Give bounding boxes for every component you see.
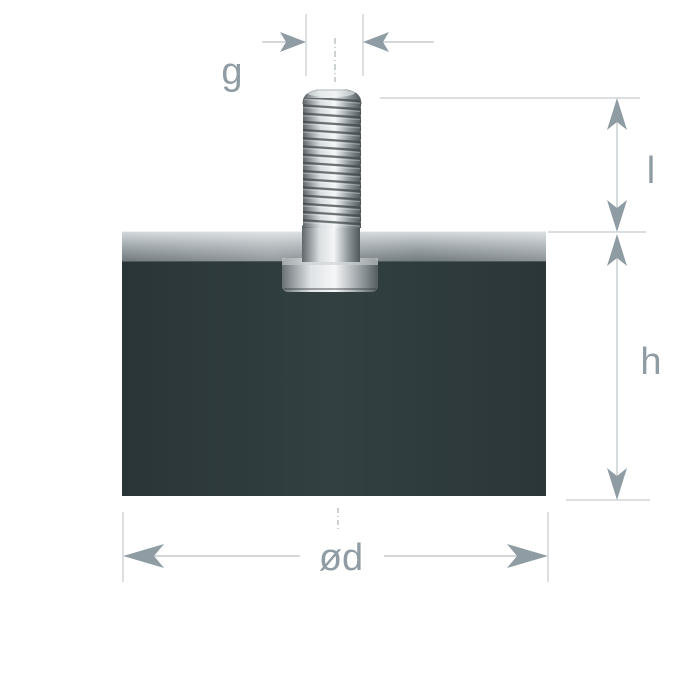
bolt-head (282, 258, 378, 292)
d-dimension (123, 544, 548, 568)
d-arrow-right (507, 544, 548, 568)
h-arrow-up (607, 234, 627, 266)
extension-lines (122, 14, 650, 582)
label-d: ød (319, 537, 363, 579)
center-axis (334, 38, 339, 530)
g-arrow-left (363, 32, 389, 52)
h-dimension (607, 234, 627, 500)
d-arrow-left (123, 544, 164, 568)
label-h: h (640, 341, 661, 383)
label-l: l (647, 150, 655, 192)
l-arrow-down (607, 200, 627, 232)
g-dimension (262, 32, 434, 52)
label-g: g (221, 51, 242, 93)
l-dimension (607, 98, 627, 232)
rubber-body (122, 262, 546, 496)
threaded-stud (302, 89, 362, 228)
g-arrow-right (280, 32, 306, 52)
h-arrow-down (607, 468, 627, 500)
bolt-collar (301, 222, 361, 262)
l-arrow-up (607, 98, 627, 130)
